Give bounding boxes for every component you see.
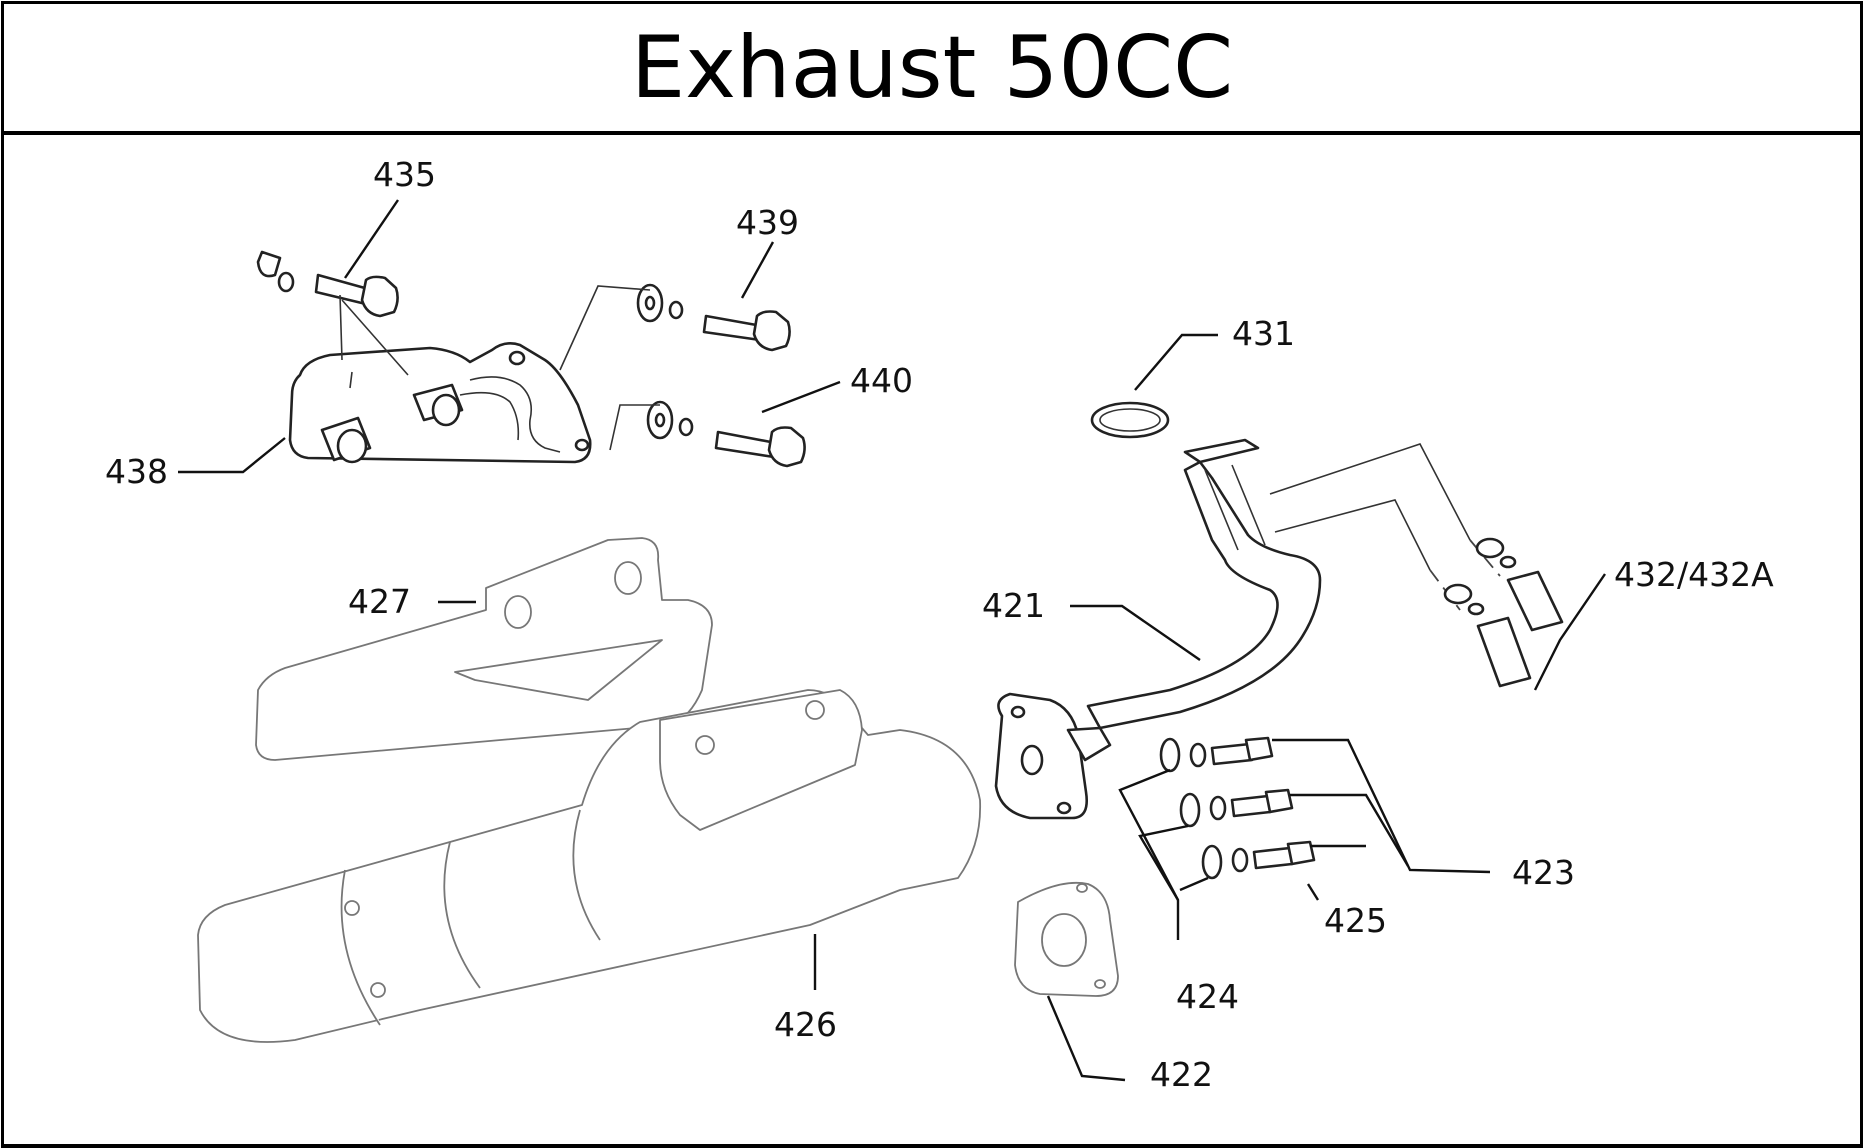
callout-422: 422	[1150, 1055, 1213, 1094]
leader-lines	[178, 199, 1606, 1082]
gasket-422	[1014, 881, 1119, 997]
diagram-area	[1, 131, 1863, 1148]
callout-440: 440	[850, 361, 913, 400]
callout-424: 424	[1176, 977, 1239, 1016]
exhaust-pipe-421	[994, 438, 1501, 820]
callout-435: 435	[373, 155, 436, 194]
bolt-set-423	[1159, 736, 1316, 880]
callout-421: 421	[982, 586, 1045, 625]
page-title: Exhaust 50CC	[630, 17, 1234, 118]
gasket-431	[1090, 401, 1170, 439]
callout-426: 426	[774, 1005, 837, 1044]
callout-439: 439	[736, 203, 799, 242]
callout-432-432a: 432/432A	[1614, 555, 1774, 594]
washer-set-440	[609, 400, 806, 468]
callout-labels: 435 439 440 438 431 427 421 432/432A 423…	[105, 155, 1774, 1094]
rubber-mount-432	[1443, 537, 1564, 688]
callout-423: 423	[1512, 853, 1575, 892]
callout-427: 427	[348, 582, 411, 621]
callout-438: 438	[105, 452, 168, 491]
heat-shield-427	[255, 537, 713, 761]
callout-431: 431	[1232, 314, 1295, 353]
washer-set-439	[559, 283, 791, 371]
title-bar: Exhaust 50CC	[1, 1, 1863, 135]
heat-shield-bracket-438	[288, 342, 592, 464]
callout-425: 425	[1324, 901, 1387, 940]
muffler-426	[197, 689, 982, 1043]
bolt-435	[256, 250, 409, 376]
